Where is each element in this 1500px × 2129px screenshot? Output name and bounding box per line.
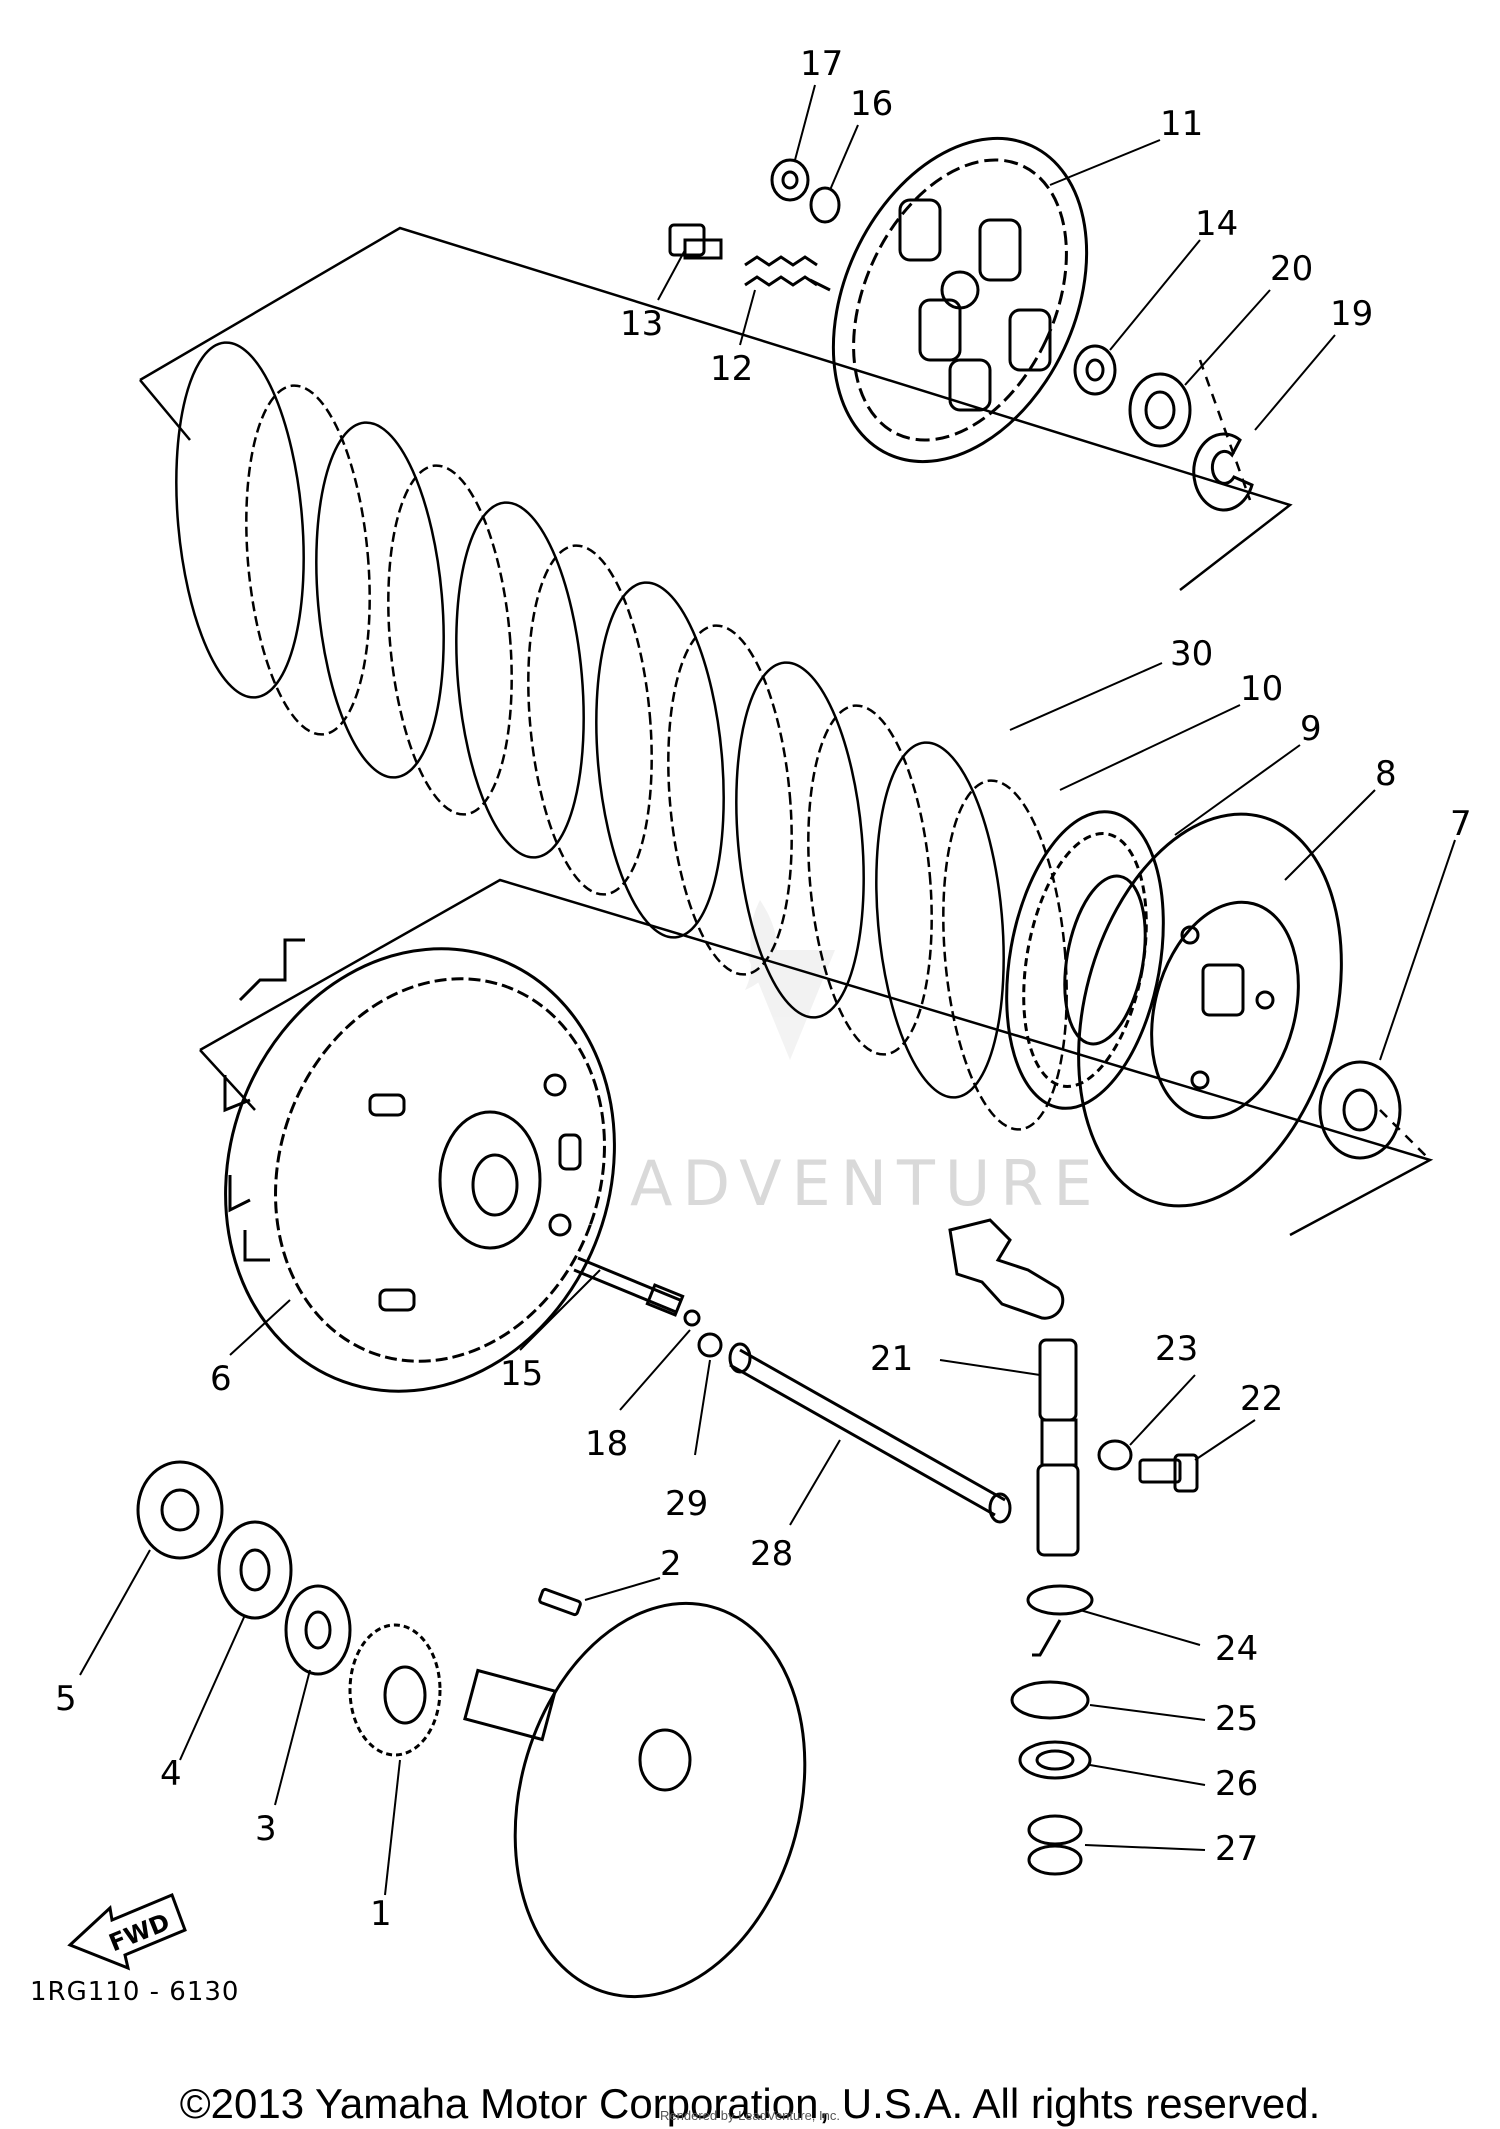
callout-8: 8 (1375, 754, 1397, 794)
callout-25: 25 (1215, 1699, 1258, 1739)
callout-4: 4 (160, 1754, 182, 1794)
nut-17 (770, 158, 810, 202)
spring-12 (744, 255, 831, 292)
washer-23 (1097, 1439, 1133, 1471)
callout-13: 13 (620, 304, 663, 344)
clutch-housing (223, 938, 616, 1393)
bolt-22 (1138, 1453, 1199, 1493)
spring-24 (1026, 1584, 1094, 1657)
callout-10: 10 (1240, 669, 1283, 709)
lock-washer-7 (1318, 1060, 1402, 1160)
washer-3 (284, 1584, 352, 1676)
plate-8 (1077, 812, 1343, 1208)
pressure-plate (831, 136, 1089, 464)
callout-1: 1 (370, 1894, 392, 1934)
callout-28: 28 (750, 1534, 793, 1574)
callout-21: 21 (870, 1339, 913, 1379)
callout-20: 20 (1270, 249, 1313, 289)
rendered-by-credit: Rendered by LeadVenture, Inc. (660, 2108, 840, 2123)
callout-27: 27 (1215, 1829, 1258, 1869)
callout-5: 5 (55, 1679, 77, 1719)
washer-16 (809, 186, 841, 224)
callout-30: 30 (1170, 634, 1213, 674)
plate-stack-guide-lines (139, 226, 1434, 1237)
push-rod-15 (573, 1256, 685, 1317)
leader-lines (79, 84, 1456, 1896)
lock-washer-19 (1192, 432, 1254, 512)
nut-5 (136, 1460, 224, 1560)
crankshaft (463, 1601, 807, 1999)
watermark-text: ADVENTURE (630, 1147, 1103, 1220)
callout-29: 29 (665, 1484, 708, 1524)
callout-15: 15 (500, 1354, 543, 1394)
lock-washer-4 (217, 1520, 293, 1620)
callout-24: 24 (1215, 1629, 1258, 1669)
callout-26: 26 (1215, 1764, 1258, 1804)
copyright-notice: ©2013 Yamaha Motor Corporation, U.S.A. A… (179, 2080, 1321, 2127)
fwd-arrow-icon (67, 1893, 187, 1971)
key-2 (538, 1587, 582, 1617)
callout-2: 2 (660, 1544, 682, 1584)
callout-9: 9 (1300, 709, 1322, 749)
callout-labels: 1 2 3 4 5 6 7 8 9 10 11 12 13 14 15 16 1… (55, 44, 1472, 1934)
diagram-reference-code: 1RG110 - 6130 (30, 1977, 239, 2007)
callout-23: 23 (1155, 1329, 1198, 1369)
callout-12: 12 (710, 349, 753, 389)
washer-14 (1073, 344, 1117, 396)
clutch-boss (1005, 810, 1165, 1110)
ball-29 (697, 1332, 723, 1358)
callout-7: 7 (1450, 804, 1472, 844)
callout-11: 11 (1160, 104, 1203, 144)
callout-14: 14 (1195, 204, 1238, 244)
primary-drive-gear-1 (348, 1623, 442, 1757)
oil-seal-26 (1018, 1740, 1092, 1780)
callout-16: 16 (850, 84, 893, 124)
push-rod-28 (728, 1342, 1012, 1524)
callout-18: 18 (585, 1424, 628, 1464)
circlip-25 (1010, 1680, 1090, 1720)
callout-3: 3 (255, 1809, 277, 1849)
nut-20 (1128, 372, 1192, 448)
ball-18 (683, 1309, 701, 1327)
clutch-plates (175, 341, 1068, 1131)
watermark-logo (745, 900, 835, 1060)
callout-17: 17 (800, 44, 843, 84)
bearing-27 (1027, 1814, 1083, 1876)
push-lever-shaft-21 (948, 1218, 1080, 1557)
callout-19: 19 (1330, 294, 1373, 334)
bolt-13 (668, 223, 723, 260)
callout-22: 22 (1240, 1379, 1283, 1419)
callout-6: 6 (210, 1359, 232, 1399)
